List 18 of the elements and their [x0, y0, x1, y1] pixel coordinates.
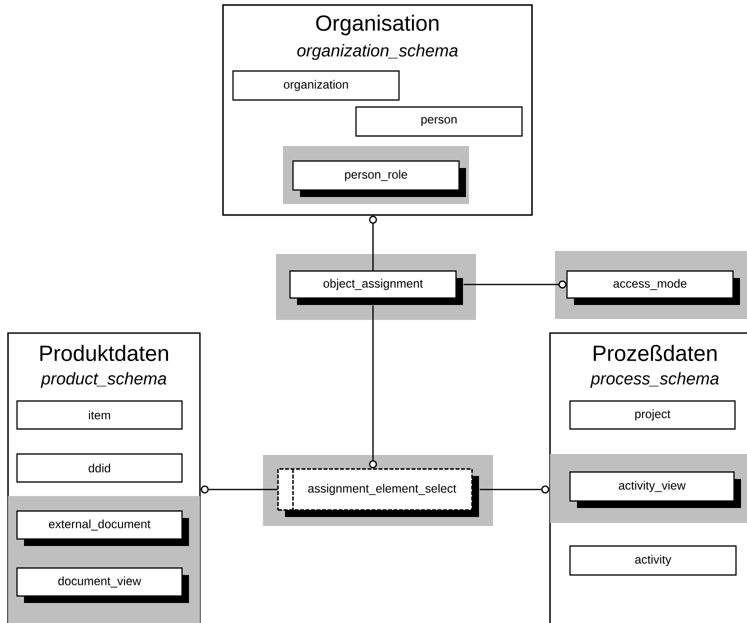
- entity-box: project: [569, 400, 736, 430]
- connector: [369, 216, 377, 270]
- entity-box: ddid: [16, 453, 183, 483]
- entity-box: organization: [232, 70, 400, 101]
- connector: [480, 486, 550, 494]
- entity-box: activity_view: [569, 471, 741, 508]
- entity-box: item: [16, 400, 183, 430]
- entity-box: access_mode: [566, 270, 740, 305]
- entity-box: document_view: [16, 567, 189, 603]
- entity-box: external_document: [16, 510, 189, 546]
- entity-box: activity: [569, 545, 737, 576]
- connector: [369, 306, 377, 468]
- connector: [200, 486, 278, 494]
- select-type-box: assignment_element_select: [277, 468, 479, 517]
- entity-box: person_role: [292, 160, 466, 197]
- entity-box: object_assignment: [289, 270, 463, 305]
- entity-box: person: [355, 106, 523, 137]
- connector: [464, 280, 566, 288]
